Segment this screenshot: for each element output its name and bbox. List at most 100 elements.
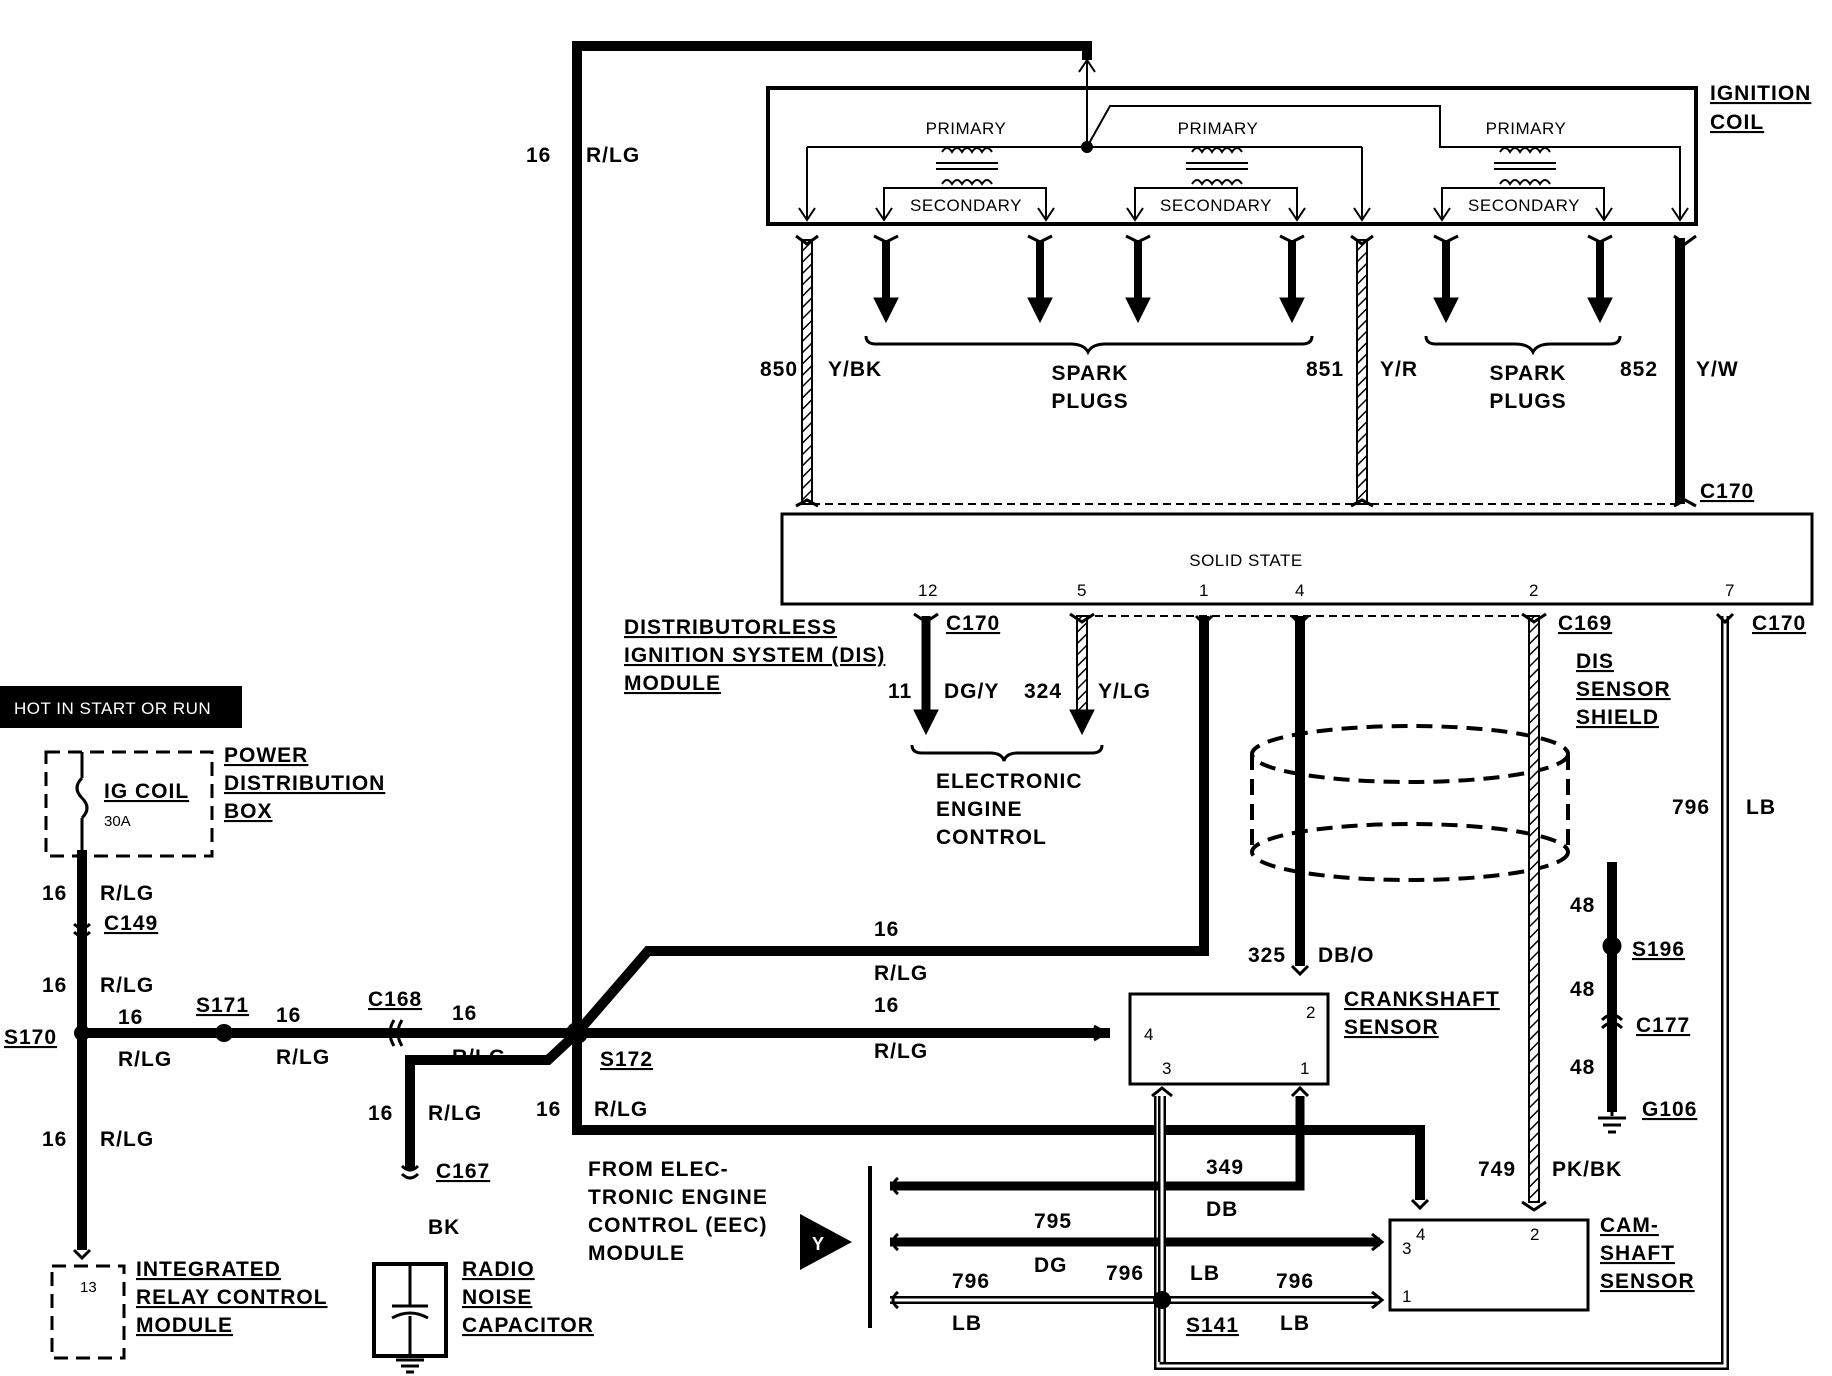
- secondary-label-3: SECONDARY: [1468, 196, 1580, 215]
- wire-irc-gauge: 16: [42, 1128, 67, 1151]
- from-eec-label-2: TRONIC ENGINE: [588, 1186, 768, 1209]
- wire-top-color: R/LG: [586, 144, 640, 167]
- irc-label-2: RELAY CONTROL: [136, 1286, 328, 1309]
- wire-749-color: PK/BK: [1552, 1158, 1622, 1181]
- wire-mod1-gauge: 16: [874, 918, 899, 941]
- primary-label-1: PRIMARY: [926, 119, 1007, 138]
- wire-cap-gauge: 16: [368, 1102, 393, 1125]
- pdb-label-3: BOX: [224, 800, 273, 823]
- spark-plugs-label-1b: PLUGS: [1051, 390, 1128, 413]
- connector-marks: [72, 922, 420, 1180]
- wire-796-color-left: LB: [952, 1312, 982, 1335]
- wire-48-b: 48: [1570, 978, 1595, 1001]
- dis-module-label-2: IGNITION SYSTEM (DIS): [624, 644, 885, 667]
- cam-label-2: SHAFT: [1600, 1242, 1675, 1265]
- camshaft-sensor-box: [1388, 1218, 1590, 1312]
- spark-plugs-label-2a: SPARK: [1490, 362, 1567, 385]
- from-eec-label-1: FROM ELEC-: [588, 1158, 729, 1181]
- ignition-coil: PRIMARY PRIMARY PRIMARY SECONDARY SECOND…: [766, 58, 1810, 226]
- wire-cam-color: R/LG: [594, 1098, 648, 1121]
- wire-s171-color: R/LG: [276, 1046, 330, 1069]
- irc-label-3: MODULE: [136, 1314, 233, 1337]
- wire-pdb-gauge: 16: [42, 882, 67, 905]
- radio-cap-label-1: RADIO: [462, 1258, 535, 1281]
- rlg-feed-wires: [72, 41, 1430, 1261]
- splice-s141-dot: [1153, 1291, 1171, 1309]
- ig-coil-fuse-label: IG COIL: [104, 780, 189, 803]
- radio-cap-label-3: CAPACITOR: [462, 1314, 594, 1337]
- wire-crank-color: R/LG: [874, 1040, 928, 1063]
- wire-796-number-mid: 796: [1106, 1262, 1144, 1285]
- wire-349-number: 349: [1206, 1156, 1244, 1179]
- cam-label-3: SENSOR: [1600, 1270, 1695, 1293]
- crankshaft-sensor-box: [1128, 992, 1330, 1086]
- wire-324-number: 324: [1024, 680, 1062, 703]
- coil-wires: [795, 234, 1697, 508]
- wire-c149-gauge: 16: [42, 974, 67, 997]
- connector-c170-a: C170: [946, 612, 1000, 635]
- wire-796-number-cam: 796: [1276, 1270, 1314, 1293]
- wire-48-c: 48: [1570, 1056, 1595, 1079]
- secondary-label-2: SECONDARY: [1160, 196, 1272, 215]
- connector-c170-b: C170: [1752, 612, 1806, 635]
- primary-label-2: PRIMARY: [1178, 119, 1259, 138]
- wire-795-number: 795: [1034, 1210, 1072, 1233]
- wire-324-color: Y/LG: [1098, 680, 1151, 703]
- wire-796-number-left: 796: [952, 1270, 990, 1293]
- from-eec-label-4: MODULE: [588, 1242, 685, 1265]
- wire-cap-color: R/LG: [428, 1102, 482, 1125]
- radio-noise-capacitor: [372, 1262, 448, 1374]
- splice-s172: S172: [600, 1048, 653, 1071]
- wire-349-color: DB: [1206, 1198, 1238, 1221]
- crank-pin-2: 2: [1306, 1003, 1316, 1022]
- eec-label-1: ELECTRONIC: [936, 770, 1083, 793]
- crank-pin-1: 1: [1300, 1059, 1310, 1078]
- secondary-label-1: SECONDARY: [910, 196, 1022, 215]
- shield-label-3: SHIELD: [1576, 706, 1659, 729]
- wire-795-color: DG: [1034, 1254, 1068, 1277]
- wire-851-number: 851: [1306, 358, 1344, 381]
- module-output-wires: [910, 612, 1534, 762]
- wire-c149-color: R/LG: [100, 974, 154, 997]
- wire-mod1-color: R/LG: [874, 962, 928, 985]
- connector-c170-top: C170: [1700, 480, 1754, 503]
- eec-sensor-wires: [868, 1085, 1385, 1362]
- wire-11-color: DG/Y: [944, 680, 999, 703]
- fuse-rating-label: 30A: [104, 813, 131, 830]
- cam-label-1: CAM-: [1600, 1214, 1659, 1237]
- hot-in-start-banner: [0, 686, 242, 728]
- connector-c177: C177: [1636, 1014, 1690, 1037]
- crank-label-1: CRANKSHAFT: [1344, 988, 1500, 1011]
- shield-label-2: SENSOR: [1576, 678, 1671, 701]
- shield-label-1: DIS: [1576, 650, 1614, 673]
- wire-cam-gauge: 16: [536, 1098, 561, 1121]
- splice-s196: S196: [1632, 938, 1685, 961]
- dis-module-label-1: DISTRIBUTORLESS: [624, 616, 837, 639]
- irc-label-1: INTEGRATED: [136, 1258, 281, 1281]
- wire-850-color: Y/BK: [828, 358, 882, 381]
- crank-pin-3: 3: [1162, 1059, 1172, 1078]
- splice-dots: [74, 1022, 588, 1044]
- from-eec-label-3: CONTROL (EEC): [588, 1214, 767, 1237]
- wire-48-a: 48: [1570, 894, 1595, 917]
- splice-s141: S141: [1186, 1314, 1239, 1337]
- cam-pin-2: 2: [1530, 1225, 1540, 1244]
- wire-325-number: 325: [1248, 944, 1286, 967]
- wire-749-number: 749: [1478, 1158, 1516, 1181]
- wire-852-number: 852: [1620, 358, 1658, 381]
- connector-c169: C169: [1558, 612, 1612, 635]
- wire-796-color-mid: LB: [1190, 1262, 1220, 1285]
- eec-label-2: ENGINE: [936, 798, 1023, 821]
- wire-11-number: 11: [888, 680, 912, 703]
- ignition-coil-label-2: COIL: [1710, 111, 1764, 134]
- cam-pin-4: 4: [1416, 1225, 1426, 1244]
- ground-g106: G106: [1642, 1098, 1697, 1121]
- radio-cap-label-2: NOISE: [462, 1286, 532, 1309]
- irc-module-box: [50, 1264, 126, 1360]
- hot-in-start-label: HOT IN START OR RUN: [14, 699, 211, 718]
- splice-s170: S170: [4, 1026, 57, 1049]
- wire-325-color: DB/O: [1318, 944, 1375, 967]
- wire-796-color-cam: LB: [1280, 1312, 1310, 1335]
- wire-c168-gauge: 16: [452, 1002, 477, 1025]
